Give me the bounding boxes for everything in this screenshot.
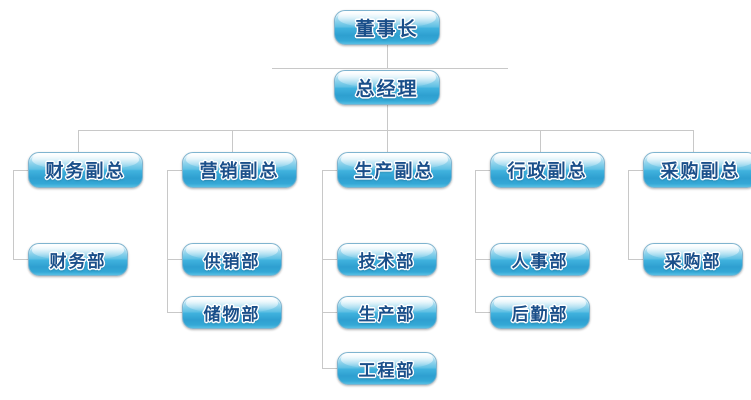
node-vp-production-label: 生产副总 — [354, 161, 435, 182]
connector-stub-dept-supply — [167, 259, 182, 260]
connector-spine-vp-marketing — [167, 170, 168, 312]
node-dept-hr[interactable]: 人事部 — [490, 243, 590, 276]
connector-stub-dept-finance — [13, 259, 28, 260]
node-dept-hr-label: 人事部 — [511, 252, 569, 272]
node-vp-admin[interactable]: 行政副总 — [490, 152, 605, 188]
connector-stub-vp-marketing — [167, 170, 182, 171]
connector-stub-dept-logistics — [475, 312, 490, 313]
connector-gm-top-rule — [272, 68, 508, 69]
connector-spine-vp-finance — [13, 170, 14, 259]
connector-spine-vp-production — [322, 170, 323, 368]
node-dept-supply[interactable]: 供销部 — [182, 243, 282, 276]
connector-drop-vp-admin — [540, 130, 541, 152]
connector-chairman-to-gm — [387, 45, 388, 68]
node-vp-production[interactable]: 生产副总 — [337, 152, 452, 188]
connector-spine-vp-admin — [475, 170, 476, 312]
node-dept-supply-label: 供销部 — [203, 252, 261, 272]
node-vp-marketing[interactable]: 营销副总 — [182, 152, 297, 188]
node-dept-technology-label: 技术部 — [358, 252, 416, 272]
connector-drop-vp-production — [387, 130, 388, 152]
node-vp-marketing-label: 营销副总 — [199, 161, 280, 182]
connector-drop-vp-marketing — [232, 130, 233, 152]
connector-stub-dept-purchasing — [628, 259, 643, 260]
node-chairman-label: 董事长 — [355, 18, 419, 40]
connector-stub-vp-finance — [13, 170, 28, 171]
node-dept-engineering-label: 工程部 — [358, 361, 416, 381]
node-dept-logistics[interactable]: 后勤部 — [490, 296, 590, 329]
connector-spine-vp-purchase — [628, 170, 629, 259]
connector-drop-vp-purchase — [693, 130, 694, 152]
node-dept-storage[interactable]: 储物部 — [182, 296, 282, 329]
connector-stub-dept-hr — [475, 259, 490, 260]
node-dept-finance-label: 财务部 — [49, 252, 107, 272]
node-dept-production[interactable]: 生产部 — [337, 296, 437, 329]
connector-vp-distribution-bar — [78, 130, 693, 131]
connector-drop-vp-finance — [78, 130, 79, 152]
node-dept-finance[interactable]: 财务部 — [28, 243, 128, 276]
connector-stub-dept-production — [322, 312, 337, 313]
node-dept-technology[interactable]: 技术部 — [337, 243, 437, 276]
node-vp-admin-label: 行政副总 — [507, 161, 588, 182]
node-general-manager-label: 总经理 — [355, 78, 419, 100]
connector-stub-dept-storage — [167, 312, 182, 313]
node-vp-finance-label: 财务副总 — [45, 161, 126, 182]
connector-stub-vp-admin — [475, 170, 490, 171]
node-dept-engineering[interactable]: 工程部 — [337, 352, 437, 385]
node-dept-purchasing[interactable]: 采购部 — [643, 243, 743, 276]
node-dept-logistics-label: 后勤部 — [511, 305, 569, 325]
node-general-manager[interactable]: 总经理 — [334, 70, 440, 105]
node-dept-production-label: 生产部 — [358, 305, 416, 325]
connector-stub-vp-purchase — [628, 170, 643, 171]
node-dept-purchasing-label: 采购部 — [664, 252, 722, 272]
node-vp-purchase[interactable]: 采购副总 — [643, 152, 751, 188]
connector-stub-vp-production — [322, 170, 337, 171]
connector-stub-dept-technology — [322, 259, 337, 260]
connector-gm-to-bus — [387, 105, 388, 131]
node-chairman[interactable]: 董事长 — [334, 10, 440, 45]
connector-stub-dept-engineering — [322, 368, 337, 369]
node-vp-purchase-label: 采购副总 — [660, 161, 741, 182]
node-vp-finance[interactable]: 财务副总 — [28, 152, 143, 188]
node-dept-storage-label: 储物部 — [203, 305, 261, 325]
